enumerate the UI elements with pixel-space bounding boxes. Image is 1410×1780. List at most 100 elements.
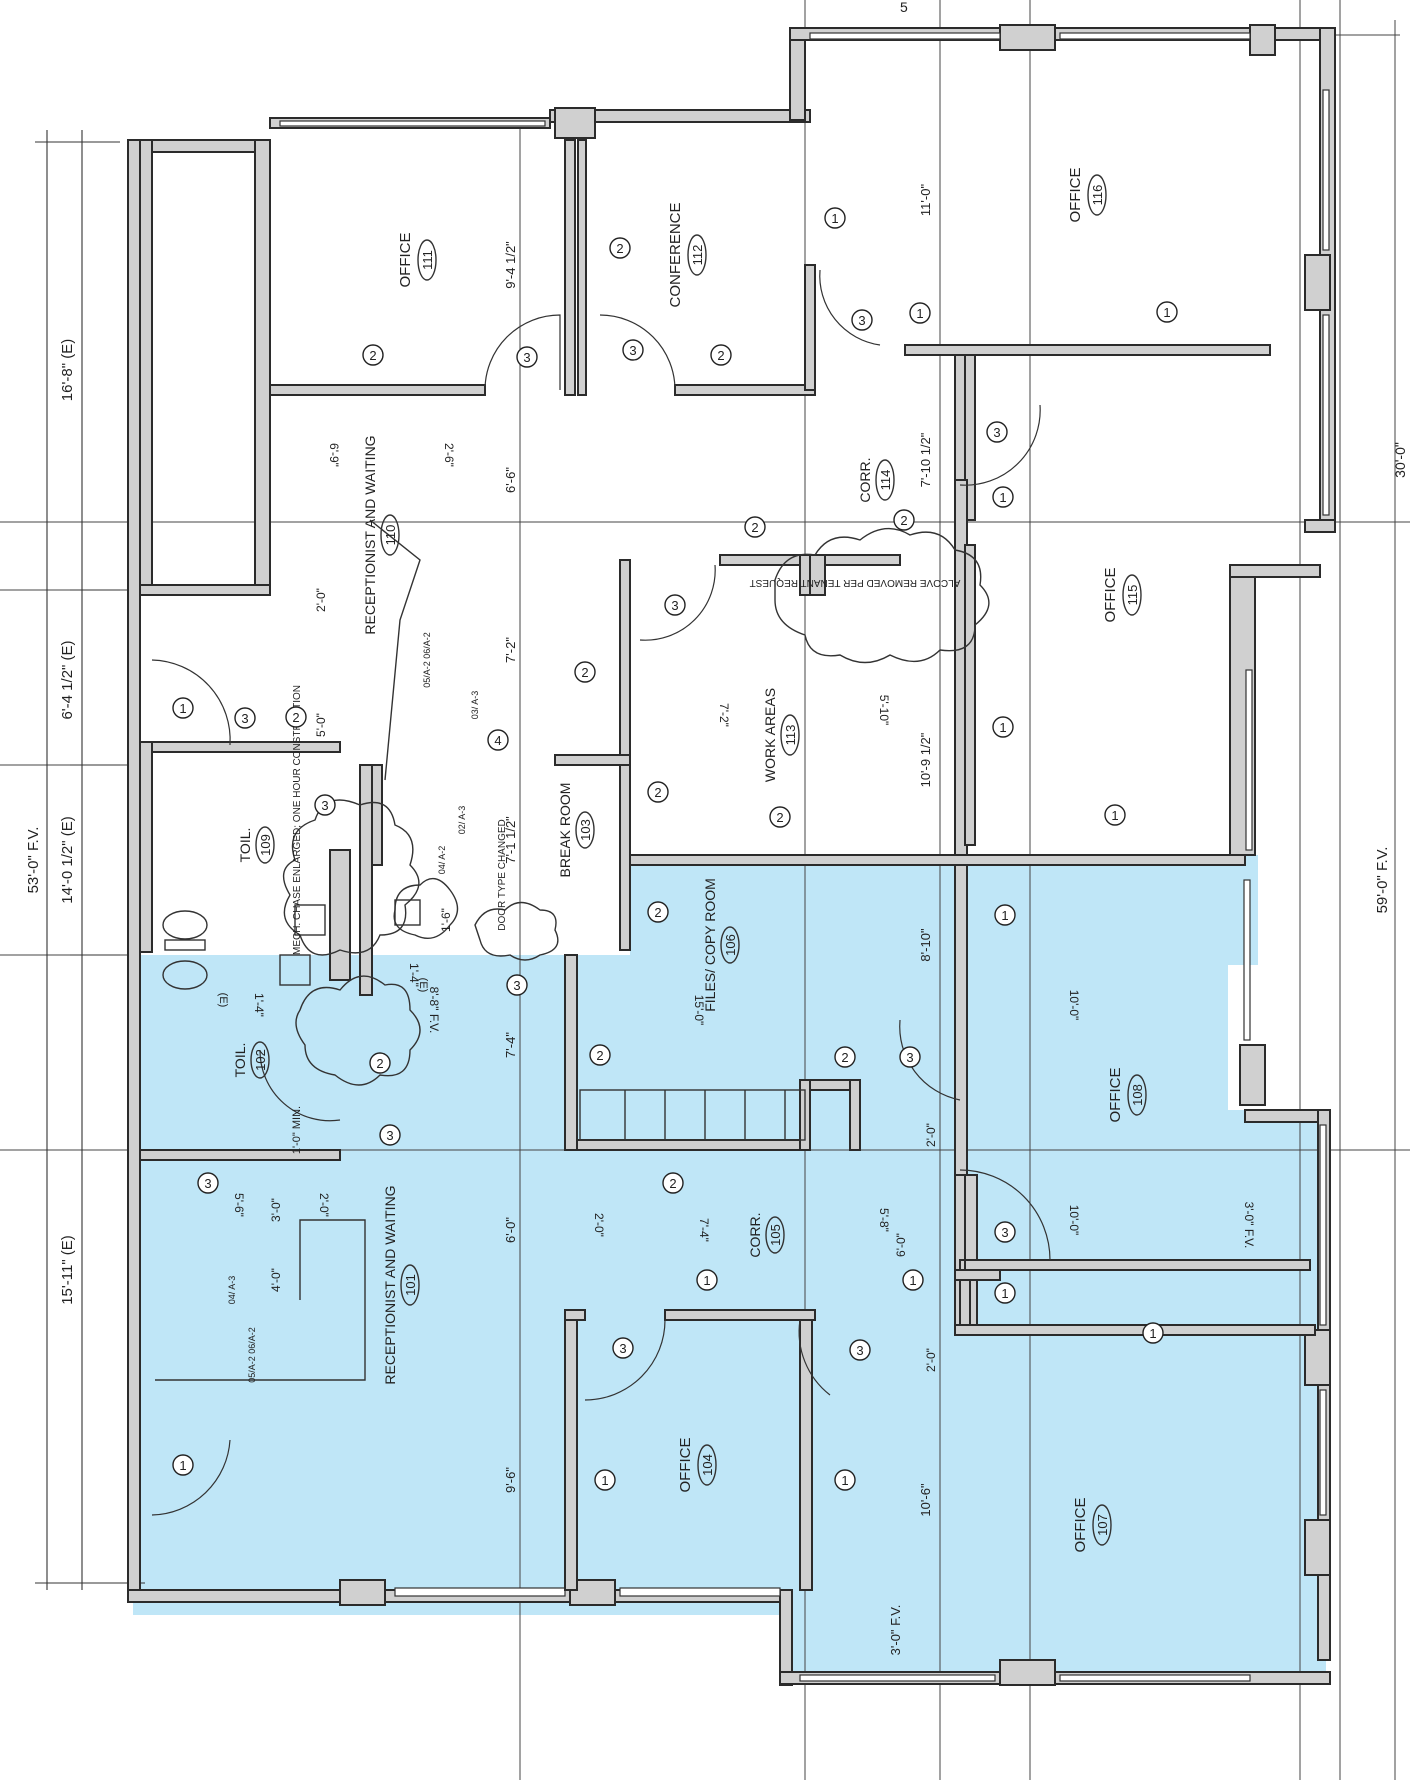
room-name: CONFERENCE <box>667 202 684 307</box>
room-receptionist-110: RECEPTIONIST AND WAITING 110 <box>362 435 400 635</box>
note-ref4: 04/ A-2 <box>437 846 447 875</box>
svg-text:2: 2 <box>581 665 588 680</box>
dim-label: 3'-0" F.V. <box>888 1605 903 1656</box>
room-number: 116 <box>1090 185 1105 206</box>
dim-label: 2'-0" <box>592 1213 606 1237</box>
tag-2: 2 <box>893 509 915 531</box>
notes: ALCOVE REMOVED PER TENANT REQUEST MECH. … <box>227 577 960 1383</box>
svg-text:1: 1 <box>841 1473 848 1488</box>
svg-text:3: 3 <box>1001 1225 1008 1240</box>
room-receptionist-101: RECEPTIONIST AND WAITING 101 <box>382 1185 420 1385</box>
tag-2: 2 <box>609 237 631 259</box>
svg-text:3: 3 <box>856 1343 863 1358</box>
dim-label: 6'-0" <box>503 1217 518 1243</box>
svg-text:2: 2 <box>776 810 783 825</box>
corner-mark: 5 <box>900 0 908 15</box>
room-name: OFFICE <box>1102 568 1119 623</box>
svg-text:3: 3 <box>858 313 865 328</box>
svg-text:2: 2 <box>292 710 299 725</box>
svg-text:3: 3 <box>204 1176 211 1191</box>
tag-2: 2 <box>285 706 307 728</box>
toilet-fixtures <box>162 899 421 990</box>
dim-label: 7'-4" <box>503 1032 518 1058</box>
room-number: 109 <box>258 834 273 856</box>
revision-clouds <box>282 527 990 1086</box>
tag-3: 3 <box>379 1124 401 1146</box>
dim-label: 15'-0" <box>692 995 706 1026</box>
svg-text:3: 3 <box>523 350 530 365</box>
dim-label: 10'-6" <box>918 1483 933 1517</box>
dim-label: 5'-8" <box>877 1208 891 1232</box>
dim-label: 8'-10" <box>918 928 933 962</box>
dim-label: (E) <box>217 993 229 1008</box>
tag-2: 2 <box>769 806 791 828</box>
room-name: TOIL. <box>232 1043 248 1078</box>
highlighted-area <box>133 855 1326 1682</box>
tag-2: 2 <box>369 1052 391 1074</box>
room-number: 110 <box>383 525 398 546</box>
dim-label: 7'-2" <box>503 637 518 663</box>
windows <box>279 32 1330 1682</box>
svg-text:1: 1 <box>999 490 1006 505</box>
room-files-106: FILES/ COPY ROOM 106 <box>702 878 740 1012</box>
room-number: 106 <box>723 934 738 956</box>
tag-3: 3 <box>622 339 644 361</box>
room-name: RECEPTIONIST AND WAITING <box>382 1185 398 1384</box>
tag-1: 1 <box>909 302 931 324</box>
svg-text:1: 1 <box>179 1458 186 1473</box>
room-name: OFFICE <box>1072 1498 1089 1553</box>
room-name: OFFICE <box>1067 168 1084 223</box>
svg-text:2: 2 <box>654 785 661 800</box>
room-name: TOIL. <box>237 828 253 863</box>
interior-walls <box>139 139 1316 1591</box>
dim-label: 9'-6" <box>503 1467 518 1493</box>
room-name: OFFICE <box>677 1438 694 1493</box>
dim-label: 6'-9" <box>327 443 341 467</box>
dim-label: 2'-0" <box>314 588 328 612</box>
svg-text:2: 2 <box>596 1048 603 1063</box>
svg-text:2: 2 <box>717 348 724 363</box>
dim-label: 1'-4" <box>407 963 421 987</box>
tag-3: 3 <box>612 1337 634 1359</box>
svg-text:3: 3 <box>619 1341 626 1356</box>
room-name: CORR. <box>857 457 873 502</box>
svg-text:1: 1 <box>601 1473 608 1488</box>
svg-text:4: 4 <box>494 733 501 748</box>
svg-text:2: 2 <box>669 1176 676 1191</box>
svg-text:1: 1 <box>1001 908 1008 923</box>
dim-left-3: 14'-0 1/2" (E) <box>59 816 76 903</box>
room-office-111: OFFICE 111 <box>397 233 437 288</box>
tag-2: 2 <box>744 516 766 538</box>
tag-3: 3 <box>664 594 686 616</box>
svg-text:2: 2 <box>751 520 758 535</box>
tag-3: 3 <box>314 794 336 816</box>
tag-1: 1 <box>994 904 1016 926</box>
room-name: FILES/ COPY ROOM <box>702 878 718 1012</box>
svg-text:1: 1 <box>916 306 923 321</box>
tag-1: 1 <box>172 1454 194 1476</box>
room-corr-105: CORR. 105 <box>747 1212 785 1258</box>
overall-top-right: 30'-0" <box>1392 442 1408 478</box>
room-office-115: OFFICE 115 <box>1102 568 1142 623</box>
room-name: CORR. <box>747 1212 763 1257</box>
room-name: RECEPTIONIST AND WAITING <box>362 435 378 634</box>
room-number: 105 <box>768 1224 783 1246</box>
svg-text:2: 2 <box>841 1050 848 1065</box>
tag-2: 2 <box>647 901 669 923</box>
svg-text:1: 1 <box>703 1273 710 1288</box>
dim-left-2: 6'-4 1/2" (E) <box>59 640 76 719</box>
wall-type-tags: 1 2 2 3 3 2 3 1 1 3 1 2 2 3 2 1 3 2 4 1 … <box>172 207 1178 1491</box>
dim-label: 7'-10 1/2" <box>918 432 933 487</box>
svg-text:2: 2 <box>654 905 661 920</box>
tag-2: 2 <box>710 344 732 366</box>
dim-label: 6'-0" <box>894 1233 908 1257</box>
room-toil-102: TOIL. 102 <box>232 1041 270 1079</box>
dim-label: 10'-0" <box>1067 1205 1081 1236</box>
dim-label: 7'-2" <box>717 703 731 727</box>
tag-3: 3 <box>986 421 1008 443</box>
tag-2: 2 <box>834 1046 856 1068</box>
room-number: 104 <box>700 1454 715 1476</box>
room-number: 115 <box>1125 585 1140 606</box>
svg-text:2: 2 <box>369 348 376 363</box>
dim-label: 5'-10" <box>877 695 891 726</box>
